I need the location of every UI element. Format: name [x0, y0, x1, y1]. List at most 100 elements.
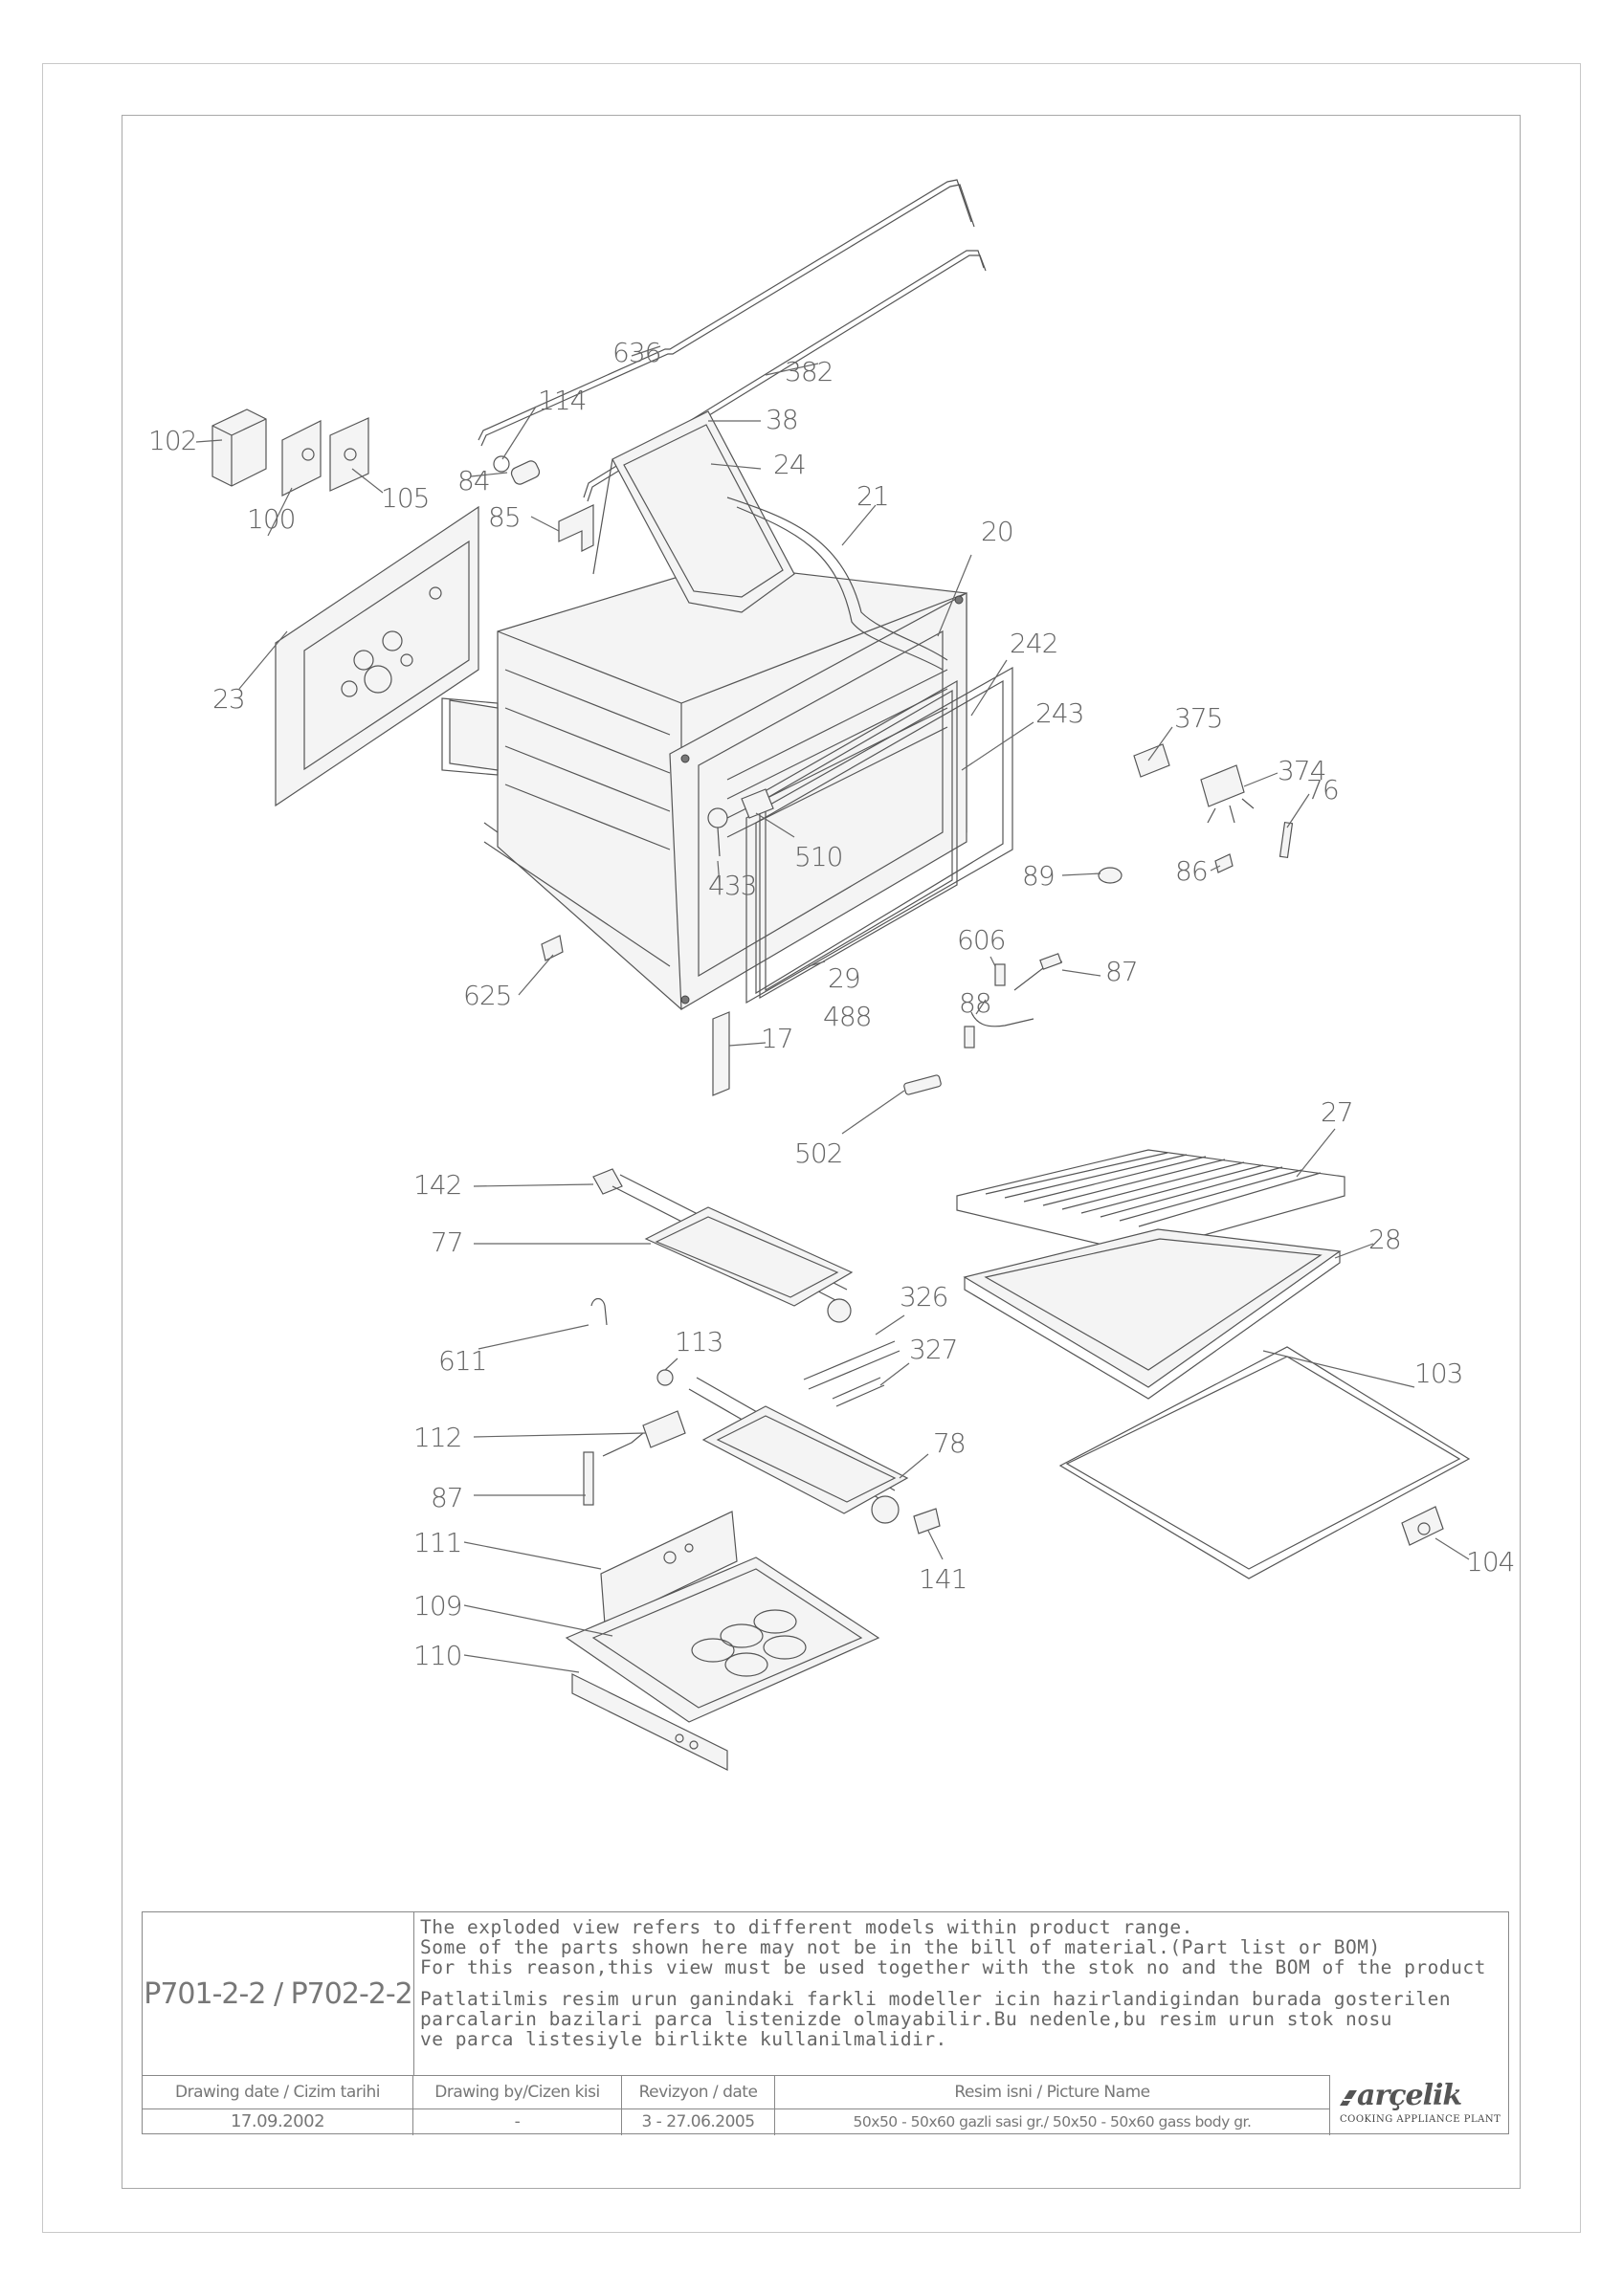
callout-87a: 87 [1105, 956, 1138, 987]
brand-subtitle: COOKING APPLIANCE PLANT [1340, 2114, 1501, 2125]
lamp-holder-510 [741, 788, 774, 819]
valve-112 [642, 1410, 686, 1448]
header-row: Drawing date / Cizim tarihi Drawing by/C… [143, 2075, 1329, 2109]
note-en-1: The exploded view refers to different mo… [420, 1916, 1193, 1938]
value-drawing-date: 17.09.2002 [143, 2108, 413, 2135]
bracket-111 [600, 1511, 738, 1625]
note-tr-2: parcalarin bazilari parca listenizde olm… [420, 2008, 1392, 2030]
tube-327 [832, 1377, 885, 1407]
switch-374 [1200, 764, 1255, 824]
heat-deflector-103 [1058, 1346, 1471, 1579]
injector-84 [493, 455, 541, 485]
callout-114: 114 [538, 385, 586, 416]
callout-89: 89 [1022, 860, 1055, 892]
value-revision: 3 - 27.06.2005 [622, 2108, 775, 2135]
bracket-100 [281, 420, 322, 497]
nut-86 [1214, 853, 1234, 873]
thermostat-box-102 [211, 408, 267, 487]
gas-pipe-636 [478, 179, 975, 447]
clip-611 [590, 1297, 608, 1326]
callout-102: 102 [148, 425, 196, 456]
brand-logo: arçelik COOKING APPLIANCE PLANT [1329, 2075, 1508, 2135]
burner-screen-77 [644, 1206, 854, 1307]
sheet-outer-border [42, 63, 1581, 2233]
baking-tray-28 [963, 1228, 1342, 1400]
clip-85 [558, 504, 594, 552]
oven-cavity-20 [441, 563, 967, 1011]
callout-636: 636 [612, 337, 660, 368]
oven-burner-142 [592, 1168, 852, 1323]
header-picture-name: Resim isni / Picture Name [954, 2083, 1150, 2102]
value-picture-name: 50x50 - 50x60 gazli sasi gr./ 50x50 - 50… [853, 2112, 1252, 2130]
value-row: 17.09.2002 - 3 - 27.06.2005 50x50 - 50x6… [143, 2108, 1329, 2135]
callout-27: 27 [1321, 1096, 1353, 1128]
bracket-17 [712, 1011, 730, 1096]
thermocouple-87b [583, 1432, 644, 1506]
callout-100: 100 [247, 503, 295, 535]
sheet-inner-border [122, 115, 1521, 2189]
callout-502: 502 [794, 1137, 842, 1169]
callout-242: 242 [1010, 628, 1057, 659]
callout-105: 105 [381, 482, 429, 514]
back-panel-23 [275, 505, 479, 807]
value-drawn-by: - [413, 2108, 622, 2135]
wire-shelf-27 [956, 1149, 1345, 1254]
callout-327: 327 [909, 1334, 957, 1365]
knob-89 [1098, 867, 1123, 884]
hinge-625 [541, 935, 564, 961]
callout-103: 103 [1414, 1358, 1462, 1389]
callout-86: 86 [1175, 855, 1208, 887]
note-en-3: For this reason,this view must be used t… [420, 1956, 1486, 1978]
electrode-88 [964, 1011, 1034, 1049]
grill-burner-78 [688, 1377, 909, 1524]
callout-28: 28 [1368, 1224, 1401, 1255]
brand-mark-icon [1340, 2090, 1357, 2106]
lamp-433 [707, 807, 728, 857]
callout-606: 606 [957, 924, 1005, 956]
thermostat-375 [1133, 743, 1170, 778]
callout-23: 23 [212, 683, 245, 715]
title-block: P701-2-2 / P702-2-2 The exploded view re… [142, 1911, 1509, 2135]
callout-433: 433 [708, 870, 756, 901]
header-drawing-date: Drawing date / Cizim tarihi [143, 2076, 413, 2108]
callout-38: 38 [766, 404, 798, 435]
callout-111: 111 [413, 1527, 461, 1558]
thermocouple-87 [1013, 953, 1063, 991]
callout-24: 24 [773, 449, 806, 480]
callout-20: 20 [981, 516, 1013, 547]
connector-502 [903, 1074, 942, 1095]
valve-606 [994, 963, 1006, 986]
callout-104: 104 [1466, 1546, 1514, 1578]
callout-510: 510 [794, 841, 842, 872]
header-revision: Revizyon / date [622, 2076, 775, 2108]
callout-382: 382 [785, 356, 833, 387]
callout-625: 625 [463, 980, 511, 1011]
brand-name: arçelik [1357, 2079, 1462, 2112]
callout-113: 113 [675, 1326, 723, 1358]
note-tr-3: ve parca listesiyle birlikte kullanilmal… [420, 2028, 947, 2050]
gas-pipe-382 [583, 250, 987, 502]
callout-21: 21 [856, 480, 889, 512]
model-code: P701-2-2 / P702-2-2 [143, 1912, 414, 2076]
door-seal-29 [759, 679, 958, 1000]
callout-17: 17 [761, 1023, 793, 1054]
callout-76: 76 [1306, 774, 1339, 806]
note-en-2: Some of the parts shown here may not be … [420, 1936, 1381, 1958]
callout-87b: 87 [431, 1482, 463, 1513]
callout-84: 84 [457, 465, 490, 497]
header-drawn-by: Drawing by/Cizen kisi [413, 2076, 622, 2108]
callout-77: 77 [431, 1226, 463, 1258]
front-rail-110 [571, 1673, 728, 1771]
door-frame-242 [745, 666, 1013, 1004]
tube-326 [803, 1340, 900, 1390]
hinge-left [449, 699, 499, 771]
clip-141 [913, 1508, 941, 1534]
callout-141: 141 [919, 1563, 967, 1595]
callout-labels: 636 382 114 38 102 84 24 21 20 105 100 8… [148, 337, 1515, 1671]
heat-shield-24 [592, 410, 795, 613]
igniter-76 [1278, 821, 1294, 859]
callout-374: 374 [1278, 755, 1325, 786]
callout-326: 326 [900, 1281, 947, 1313]
hinge-104 [1401, 1506, 1444, 1546]
